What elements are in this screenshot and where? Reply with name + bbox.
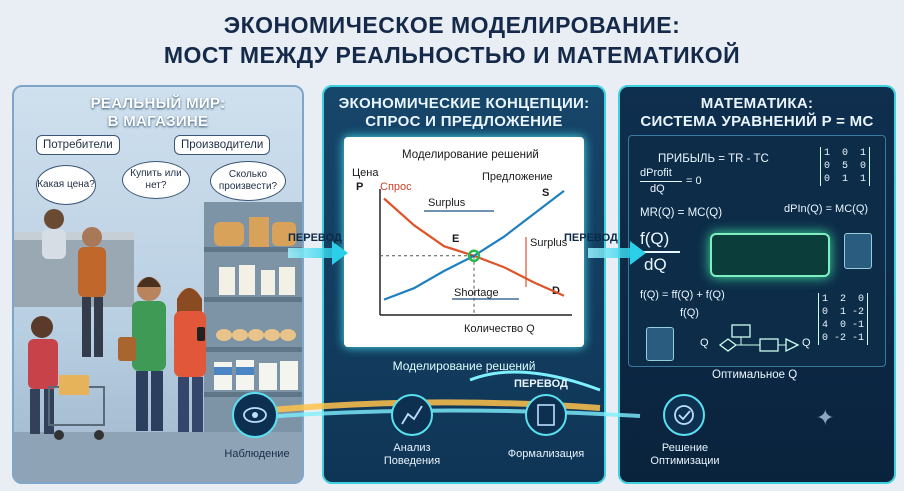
calculator-icon-small [646, 327, 674, 361]
optimal-q-label: Оптимальное Q [712, 369, 798, 381]
panel3-title-line2: СИСТЕМА УРАВНЕНИЙ P = MC [640, 113, 874, 130]
panel1-title-line1: РЕАЛЬНЫЙ МИР: [90, 95, 226, 112]
supply-demand-chart: Моделирование решений Цена P Спрос Предл… [344, 137, 584, 347]
equilibrium-letter: E [452, 233, 460, 245]
behavior-analysis-label: Анализ Поведения [383, 442, 441, 467]
fq-fraction-bar [638, 251, 680, 253]
panel2-title-line1: ЭКОНОМИЧЕСКИЕ КОНЦЕПЦИИ: [338, 95, 590, 112]
supply-label: Предложение [482, 171, 553, 183]
transfer-label-1: ПЕРЕВОД [288, 232, 342, 244]
fq-denominator: dQ [644, 255, 667, 274]
chart-caption: Моделирование решений [392, 359, 536, 373]
formalization-label: Формализация [507, 448, 585, 460]
panel-real-world: РЕАЛЬНЫЙ МИР: В МАГАЗИНЕ [12, 85, 304, 484]
y-axis-letter: P [356, 181, 364, 193]
calculator-icon [844, 233, 872, 269]
matrix-top: 1 0 1 0 5 0 0 1 1 [820, 147, 871, 186]
main-title-line1: ЭКОНОМИЧЕСКОЕ МОДЕЛИРОВАНИЕ: [223, 12, 681, 38]
demand-label: Спрос [380, 181, 412, 193]
profit-equation: ПРИБЫЛЬ = TR - TC [658, 153, 769, 165]
supply-curve-letter: S [542, 187, 550, 199]
question-price: Какая цена? [36, 165, 96, 205]
question-buy: Купить или нет? [122, 161, 190, 199]
question-produce: Сколько произвести? [210, 161, 286, 201]
panel2-title-line2: СПРОС И ПРЕДЛОЖЕНИЕ [365, 113, 563, 130]
mr-equals-mc: MR(Q) = MC(Q) [640, 207, 723, 219]
p-equals-mc-box [710, 233, 830, 277]
flow-output-q: Q [802, 337, 811, 349]
x-axis-label: Количество Q [464, 323, 535, 335]
fq-numerator: f(Q) [640, 229, 670, 248]
fq-expansion: f(Q) = ff(Q) + f(Q) [640, 289, 725, 301]
panel3-title-line1: МАТЕМАТИКА: [700, 95, 814, 112]
dprofit-numerator: dProfit [640, 167, 672, 179]
producers-label: Производители [174, 135, 271, 155]
y-axis-label: Цена [352, 167, 379, 179]
sparkle-icon: ✦ [816, 405, 835, 430]
consumers-label: Потребители [36, 135, 120, 155]
dprofit-equals: = 0 [686, 175, 702, 187]
flow-input-q: Q [700, 337, 709, 349]
matrix-right: 1 2 0 0 1 -2 4 0 -1 0 -2 -1 [818, 293, 869, 345]
flowchart-diagram [718, 324, 800, 353]
transfer-label-2: ПЕРЕВОД [564, 232, 618, 244]
optimization-label: Решение Оптимизации [650, 442, 720, 467]
demand-curve-letter: D [552, 285, 560, 297]
shortage-label: Shortage [454, 287, 499, 299]
dprofit-denominator: dQ [650, 183, 665, 195]
observation-label: Наблюдение [224, 448, 290, 460]
main-title-line2: МОСТ МЕЖДУ РЕАЛЬНОСТЬЮ И МАТЕМАТИКОЙ [163, 42, 741, 68]
panel-mathematics: МАТЕМАТИКА: СИСТЕМА УРАВНЕНИЙ P = MC ПРИ… [618, 85, 896, 484]
panel1-title-line2: В МАГАЗИНЕ [107, 113, 209, 130]
equilibrium-point [467, 249, 481, 263]
dprofit-fraction-bar [640, 181, 682, 182]
chart-title: Моделирование решений [402, 149, 539, 161]
fq-expansion-denominator: f(Q) [680, 307, 699, 319]
transfer-label-3: ПЕРЕВОД [514, 378, 568, 390]
surplus-right-label: Surplus [530, 237, 568, 249]
store-scene-illustration [14, 202, 302, 482]
surplus-top-label: Surplus [428, 197, 466, 209]
supply-demand-plot [379, 189, 572, 316]
dpin-equation: dPIn(Q) = MC(Q) [784, 203, 869, 215]
